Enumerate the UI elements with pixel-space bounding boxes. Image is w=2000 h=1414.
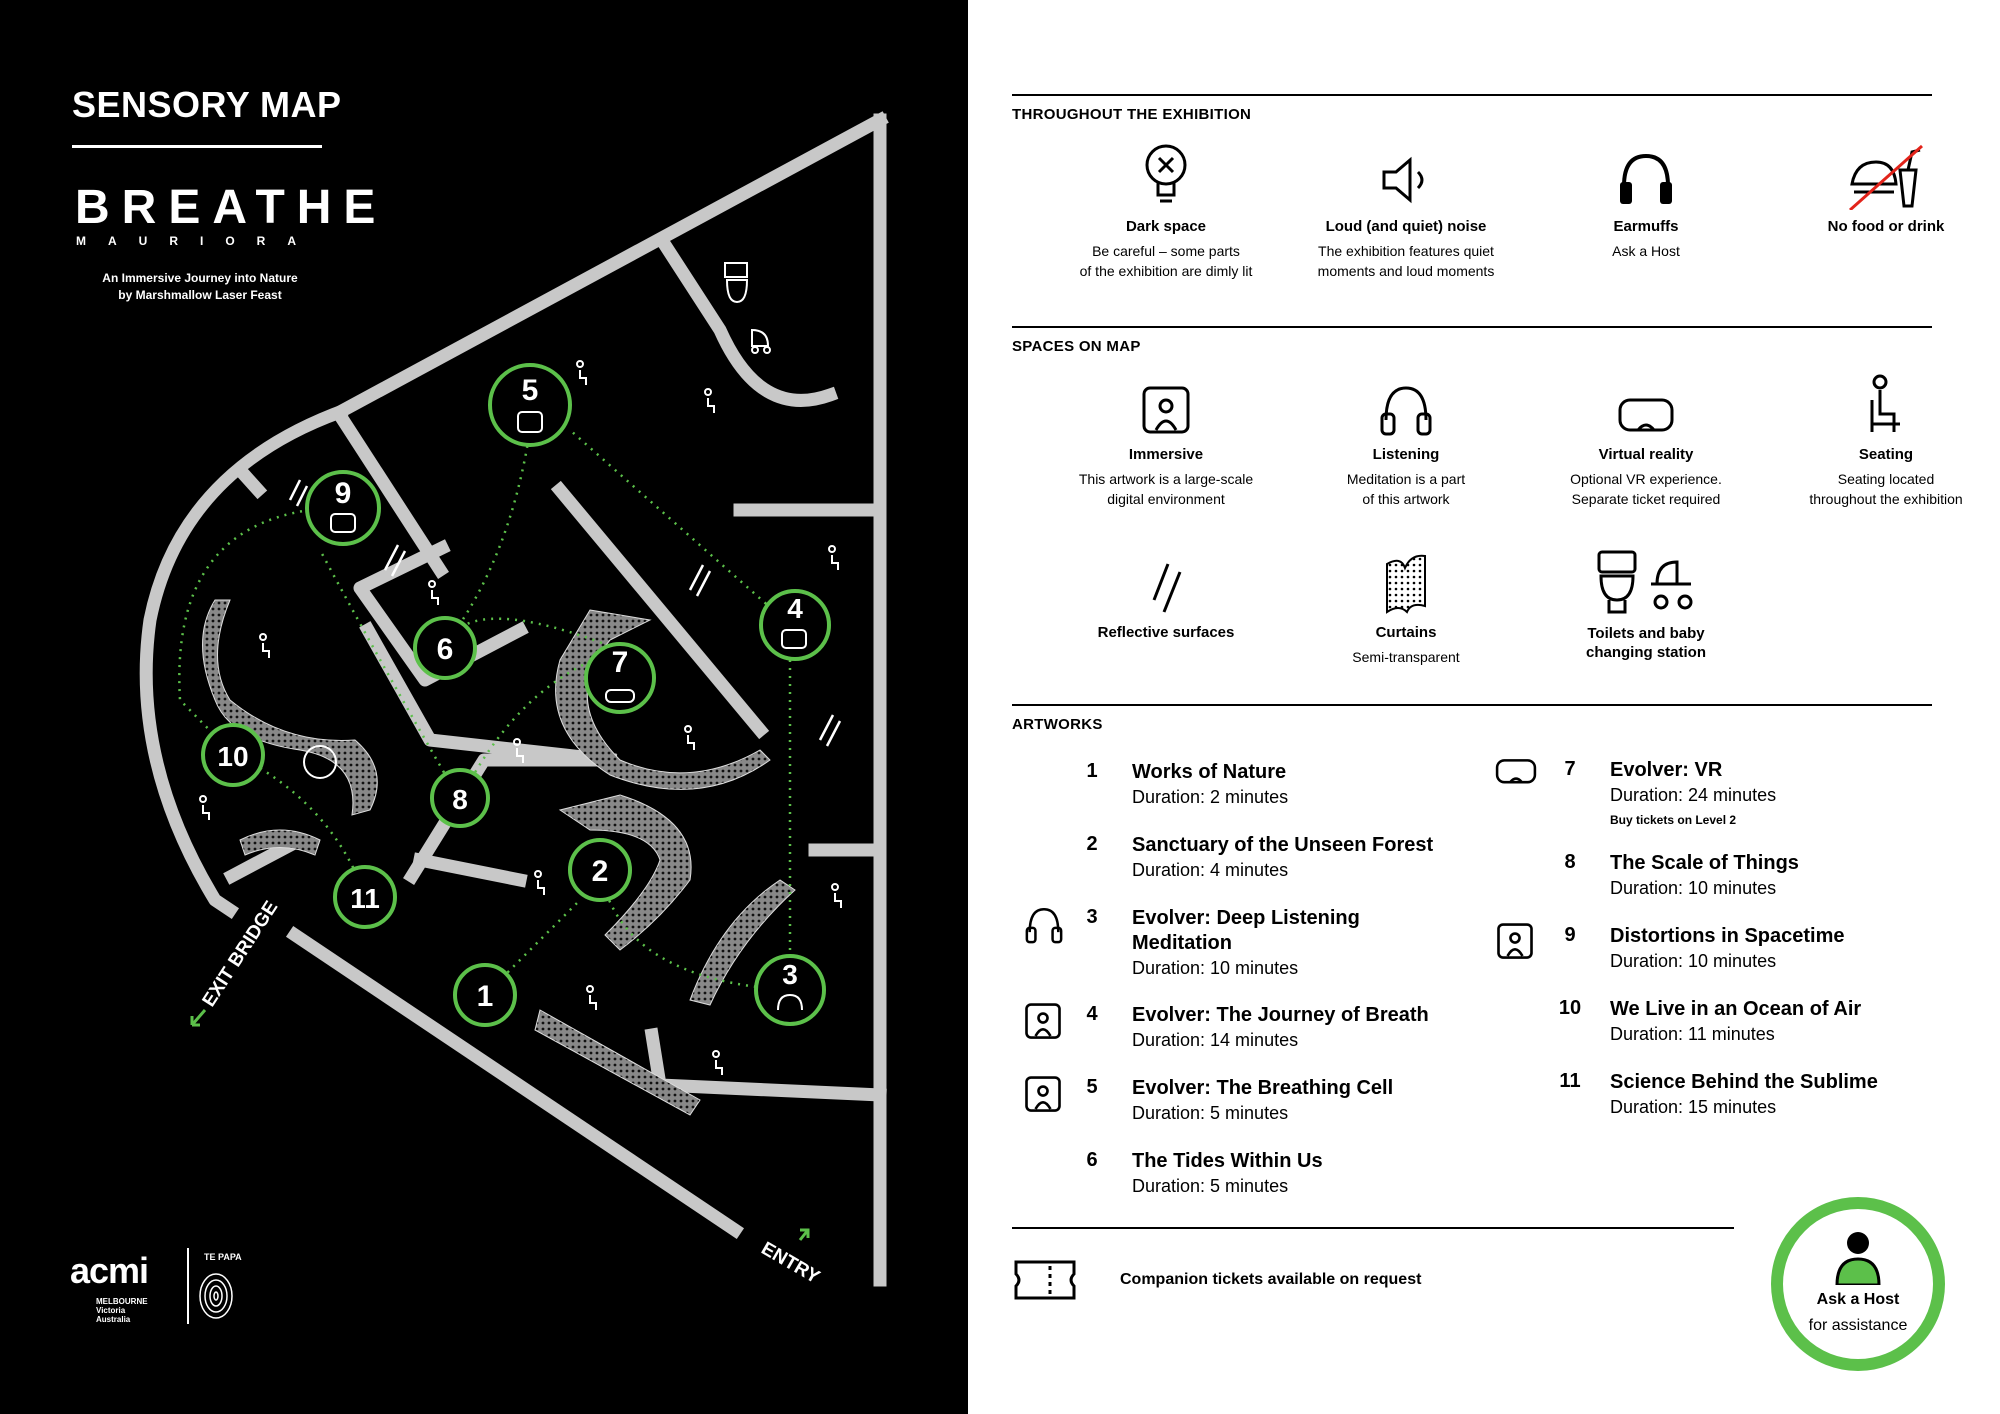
- tepapa-logo: TE PAPA: [204, 1252, 242, 1262]
- page-title: SENSORY MAP: [72, 84, 342, 125]
- legend-panel: THROUGHOUT THE EXHIBITION Dark space Be …: [968, 0, 2000, 1414]
- fingerprint-icon: [199, 1273, 233, 1319]
- section-divider: [1012, 326, 1932, 328]
- node-9: 9: [335, 477, 352, 510]
- curtain-icon: [1386, 554, 1426, 614]
- reflective-icon: [1152, 563, 1182, 613]
- legend-earmuffs: Earmuffs Ask a Host: [1526, 130, 1766, 261]
- seating-icons: [199, 360, 842, 1075]
- legend-curtains: Curtains Semi-transparent: [1286, 536, 1526, 667]
- logo-divider: [187, 1248, 189, 1324]
- section-divider: [1012, 94, 1932, 96]
- tagline-line-2: by Marshmallow Laser Feast: [118, 288, 282, 302]
- node-6: 6: [437, 633, 454, 666]
- immersive-icon: [1025, 1076, 1061, 1112]
- acmi-logo: acmi: [70, 1250, 149, 1291]
- node-3: 3: [782, 959, 798, 990]
- map-panel: 1 2 3 4 5 6 7 8 9 10 11: [0, 0, 968, 1414]
- node-5: 5: [522, 374, 539, 407]
- title-divider: [72, 145, 322, 148]
- immersive-icon: [1142, 386, 1190, 434]
- ask-a-host-badge: Ask a Host for assistance: [1771, 1197, 1945, 1371]
- node-4: 4: [787, 593, 803, 624]
- node-8: 8: [452, 784, 468, 815]
- immersive-icon: [1497, 923, 1533, 959]
- tagline-line-1: An Immersive Journey into Nature: [102, 271, 298, 285]
- legend-no-food: No food or drink: [1766, 130, 2000, 235]
- headphones-icon: [1380, 386, 1432, 436]
- legend-loud-noise: Loud (and quiet) noise The exhibition fe…: [1286, 130, 1526, 281]
- host-title: Ask a Host: [1816, 1291, 1900, 1308]
- host-desc: for assistance: [1808, 1317, 1908, 1334]
- brand-logo: BREATHE: [75, 181, 388, 234]
- ticket-icon: [1014, 1260, 1076, 1300]
- tagline: An Immersive Journey into Nature by Mars…: [80, 270, 320, 304]
- entry-label: ENTRY: [758, 1238, 824, 1288]
- node-10: 10: [217, 741, 248, 772]
- node-2: 2: [592, 855, 609, 888]
- node-icons: [330, 411, 807, 1011]
- node-1: 1: [477, 980, 494, 1013]
- floor-plan-map: 1 2 3 4 5 6 7 8 9 10 11: [139, 111, 889, 1288]
- node-labels: 1 2 3 4 5 6 7 8 9 10 11: [217, 374, 803, 1013]
- section-divider: [1012, 704, 1932, 706]
- exit-arrow-icon: [190, 1009, 810, 1241]
- victoria-logo: MELBOURNE Victoria Australia: [96, 1297, 148, 1324]
- walls: [139, 111, 889, 1287]
- curtains: [202, 599, 796, 1116]
- toilet-baby-icon: [1597, 550, 1693, 614]
- companion-tickets-note: Companion tickets available on request: [1120, 1271, 1422, 1288]
- nodes: [201, 363, 831, 1027]
- legend-virtual-reality: Virtual reality Optional VR experience.S…: [1526, 358, 1766, 509]
- host-person-icon: [1835, 1232, 1881, 1285]
- node-11: 11: [350, 883, 380, 914]
- no-food-icon: [1849, 144, 1923, 210]
- vr-headset-icon: [1618, 398, 1674, 432]
- headphones-icon: [1025, 908, 1063, 944]
- toilet-icon: [724, 262, 771, 354]
- node-7: 7: [612, 646, 629, 679]
- brand-subtitle: MAURIORA: [76, 234, 318, 248]
- spaces-heading: SPACES ON MAP: [1012, 338, 1141, 355]
- vr-headset-icon: [1495, 759, 1537, 784]
- immersive-icon: [1025, 1003, 1061, 1039]
- earmuffs-icon: [1620, 153, 1672, 204]
- reflective-marks: [288, 479, 842, 747]
- legend-reflective: Reflective surfaces: [1046, 536, 1286, 641]
- exit-bridge-label: EXIT BRIDGE: [199, 897, 283, 1010]
- seating-icon: [1870, 374, 1900, 432]
- footer-divider: [1012, 1227, 1734, 1229]
- lightbulb-icon: [1145, 144, 1187, 203]
- artworks-heading: ARTWORKS: [1012, 716, 1103, 733]
- speaker-icon: [1382, 156, 1424, 204]
- throughout-heading: THROUGHOUT THE EXHIBITION: [1012, 106, 1252, 123]
